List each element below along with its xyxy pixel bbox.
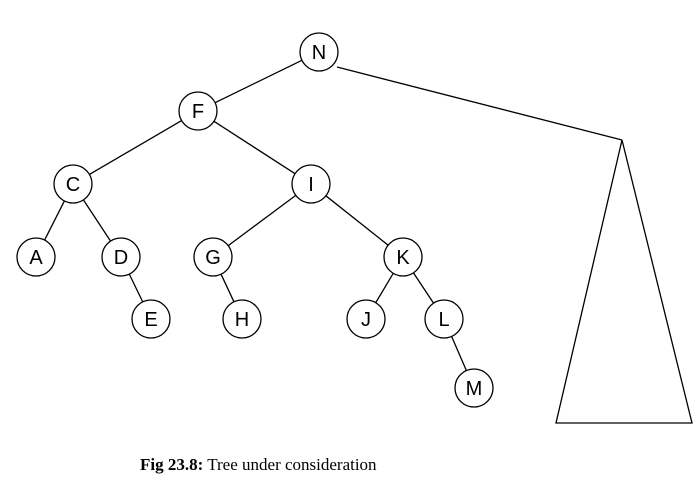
node-c: C	[53, 164, 93, 204]
node-k: K	[383, 237, 423, 277]
edge-i-k	[325, 195, 389, 246]
node-label: G	[205, 247, 221, 269]
edge-c-a	[44, 200, 65, 241]
node-circle	[178, 91, 218, 131]
edge-l-m	[450, 336, 468, 371]
node-circle	[222, 299, 262, 339]
node-n: N	[299, 32, 339, 72]
node-label: H	[235, 309, 249, 331]
caption-label: Fig 23.8:	[140, 455, 204, 474]
node-circle	[16, 237, 56, 277]
node-label: A	[29, 247, 43, 269]
node-circle	[193, 237, 233, 277]
node-label: J	[361, 309, 371, 331]
node-circle	[346, 299, 386, 339]
node-circle	[454, 368, 494, 408]
node-label: L	[438, 309, 449, 331]
node-circle	[424, 299, 464, 339]
node-circle	[101, 237, 141, 277]
node-i: I	[291, 164, 331, 204]
node-label: N	[312, 42, 326, 64]
node-label: D	[114, 247, 128, 269]
node-label: K	[396, 247, 410, 269]
node-label: E	[144, 309, 157, 331]
node-circle	[53, 164, 93, 204]
node-d: D	[101, 237, 141, 277]
tree-edges	[44, 59, 468, 371]
edge-c-d	[82, 199, 112, 242]
tree-nodes: N F C I A D G K E H J L M	[16, 32, 494, 408]
node-label: M	[466, 378, 483, 400]
edge-i-g	[227, 194, 297, 247]
node-e: E	[131, 299, 171, 339]
node-label: F	[192, 101, 204, 123]
edge-f-i	[213, 120, 296, 175]
node-circle	[131, 299, 171, 339]
edge-g-h	[220, 273, 235, 303]
subtree-triangle	[555, 139, 693, 424]
edge-k-j	[375, 272, 394, 304]
edge-f-c	[89, 120, 182, 175]
edge-d-e	[128, 273, 144, 303]
node-h: H	[222, 299, 262, 339]
node-m: M	[454, 368, 494, 408]
node-a: A	[16, 237, 56, 277]
node-j: J	[346, 299, 386, 339]
node-g: G	[193, 237, 233, 277]
edge-n-f	[214, 59, 303, 104]
node-circle	[383, 237, 423, 277]
edge-n-subtree	[336, 66, 623, 141]
node-circle	[299, 32, 339, 72]
edge-k-l	[412, 272, 435, 304]
node-label: C	[66, 174, 80, 196]
node-circle	[291, 164, 331, 204]
node-l: L	[424, 299, 464, 339]
caption-text: Tree under consideration	[207, 455, 377, 474]
node-f: F	[178, 91, 218, 131]
figure-caption: Fig 23.8: Tree under consideration	[140, 455, 377, 475]
node-label: I	[308, 174, 314, 196]
